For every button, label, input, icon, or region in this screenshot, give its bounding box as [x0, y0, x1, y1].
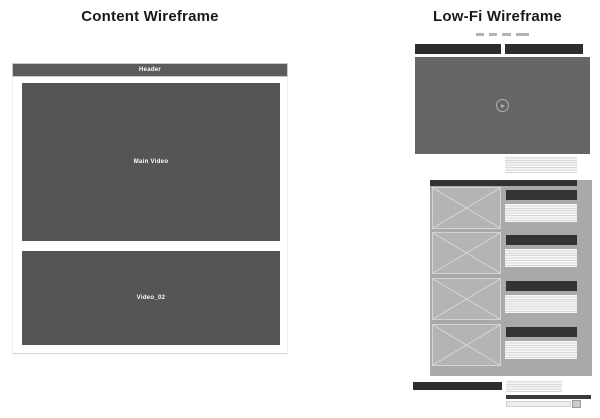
placeholder-x-icon	[433, 279, 500, 319]
caption-text-lines	[505, 156, 577, 173]
header-bar: Header	[12, 63, 288, 77]
placeholder-x-icon	[433, 188, 500, 228]
image-placeholder-icon	[432, 232, 501, 274]
play-icon	[496, 99, 509, 112]
nav-dash	[476, 33, 484, 36]
lowfi-video-area	[415, 57, 590, 154]
row-title-bar	[506, 190, 577, 200]
footer-submit-button	[572, 400, 581, 408]
nav-dash	[489, 33, 497, 36]
nav-bar-left	[415, 44, 501, 54]
main-video-label: Main Video	[133, 159, 169, 165]
main-video-box: Main Video	[22, 83, 280, 241]
content-wireframe-title: Content Wireframe	[81, 8, 219, 25]
nav-bar-right	[505, 44, 583, 54]
row-text-lines	[505, 341, 577, 359]
nav-dash	[502, 33, 511, 36]
row-title-bar	[506, 281, 577, 291]
list-row	[430, 324, 592, 370]
footer-divider-bar	[506, 395, 591, 399]
nav-menu-dashes	[476, 33, 529, 36]
video-02-label: Video_02	[136, 295, 166, 301]
play-triangle-icon	[501, 103, 505, 108]
header-bar-label: Header	[138, 67, 162, 73]
lowfi-wireframe-title: Low-Fi Wireframe	[433, 8, 562, 25]
list-section-header-bar	[430, 180, 577, 186]
row-text-lines	[505, 249, 577, 267]
nav-dash	[516, 33, 529, 36]
list-rows	[430, 180, 592, 370]
content-wireframe-page: Header Main Video Video_02	[12, 63, 288, 354]
row-title-bar	[506, 327, 577, 337]
row-text-lines	[505, 295, 577, 313]
video-02-box: Video_02	[22, 251, 280, 345]
footer-logo-bar	[413, 382, 502, 390]
image-placeholder-icon	[432, 187, 501, 229]
list-row	[430, 187, 592, 233]
list-row	[430, 278, 592, 324]
list-row	[430, 232, 592, 278]
list-panel	[430, 180, 592, 376]
footer-text-lines	[506, 380, 562, 392]
footer-input-field	[506, 401, 571, 407]
row-title-bar	[506, 235, 577, 245]
placeholder-x-icon	[433, 325, 500, 365]
image-placeholder-icon	[432, 278, 501, 320]
image-placeholder-icon	[432, 324, 501, 366]
placeholder-x-icon	[433, 233, 500, 273]
row-text-lines	[505, 204, 577, 222]
